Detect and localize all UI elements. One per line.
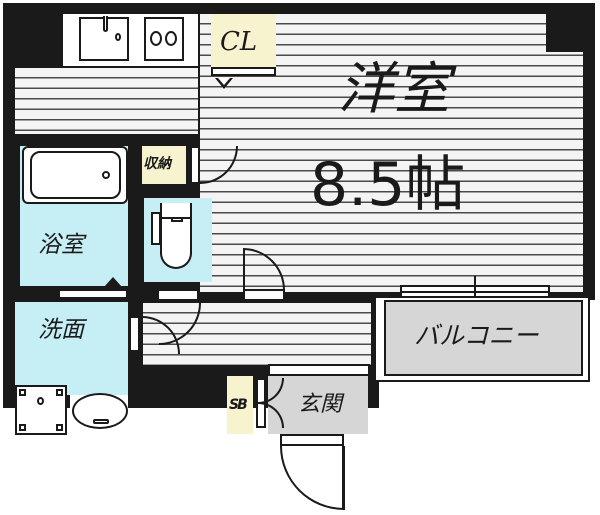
corner-column	[546, 12, 586, 52]
balcony-label: バルコニー	[414, 321, 539, 350]
sink-icon	[79, 16, 129, 61]
storage-door[interactable]	[190, 146, 200, 184]
stove-icon	[144, 17, 184, 61]
entrance-step	[268, 364, 370, 376]
closet	[211, 14, 276, 67]
room-door[interactable]	[243, 289, 285, 301]
washing-machine-icon	[15, 385, 67, 435]
front-door-swing	[280, 446, 344, 510]
entrance	[268, 376, 368, 434]
closet-door[interactable]	[211, 67, 276, 76]
kitchen-floor	[15, 68, 198, 134]
front-door-leaf	[342, 446, 345, 510]
washroom-label: 洗面	[38, 317, 84, 343]
washroom	[15, 302, 128, 395]
window-divider	[474, 276, 476, 304]
toilet-icon	[160, 203, 192, 269]
shoe-box	[227, 376, 253, 434]
closet-label: CL	[220, 27, 258, 57]
western-room	[200, 14, 583, 292]
storage-label: 収納	[143, 156, 171, 172]
toilet-door[interactable]	[157, 289, 199, 301]
balcony	[384, 300, 583, 376]
washroom-door[interactable]	[129, 316, 140, 352]
bathroom-label: 浴室	[38, 232, 84, 258]
front-door[interactable]	[280, 434, 344, 446]
bathroom-door[interactable]	[58, 289, 128, 299]
western-room-size: 8.5帖	[310, 150, 466, 220]
bathroom-door-arrow-icon	[104, 277, 122, 287]
wash-basin-icon	[72, 393, 128, 429]
storage	[142, 146, 186, 184]
bathtub-icon	[30, 151, 121, 199]
shoe-box-label: SB	[229, 397, 248, 413]
western-room-label: 洋室	[338, 57, 450, 122]
entrance-label: 玄関	[298, 392, 343, 417]
